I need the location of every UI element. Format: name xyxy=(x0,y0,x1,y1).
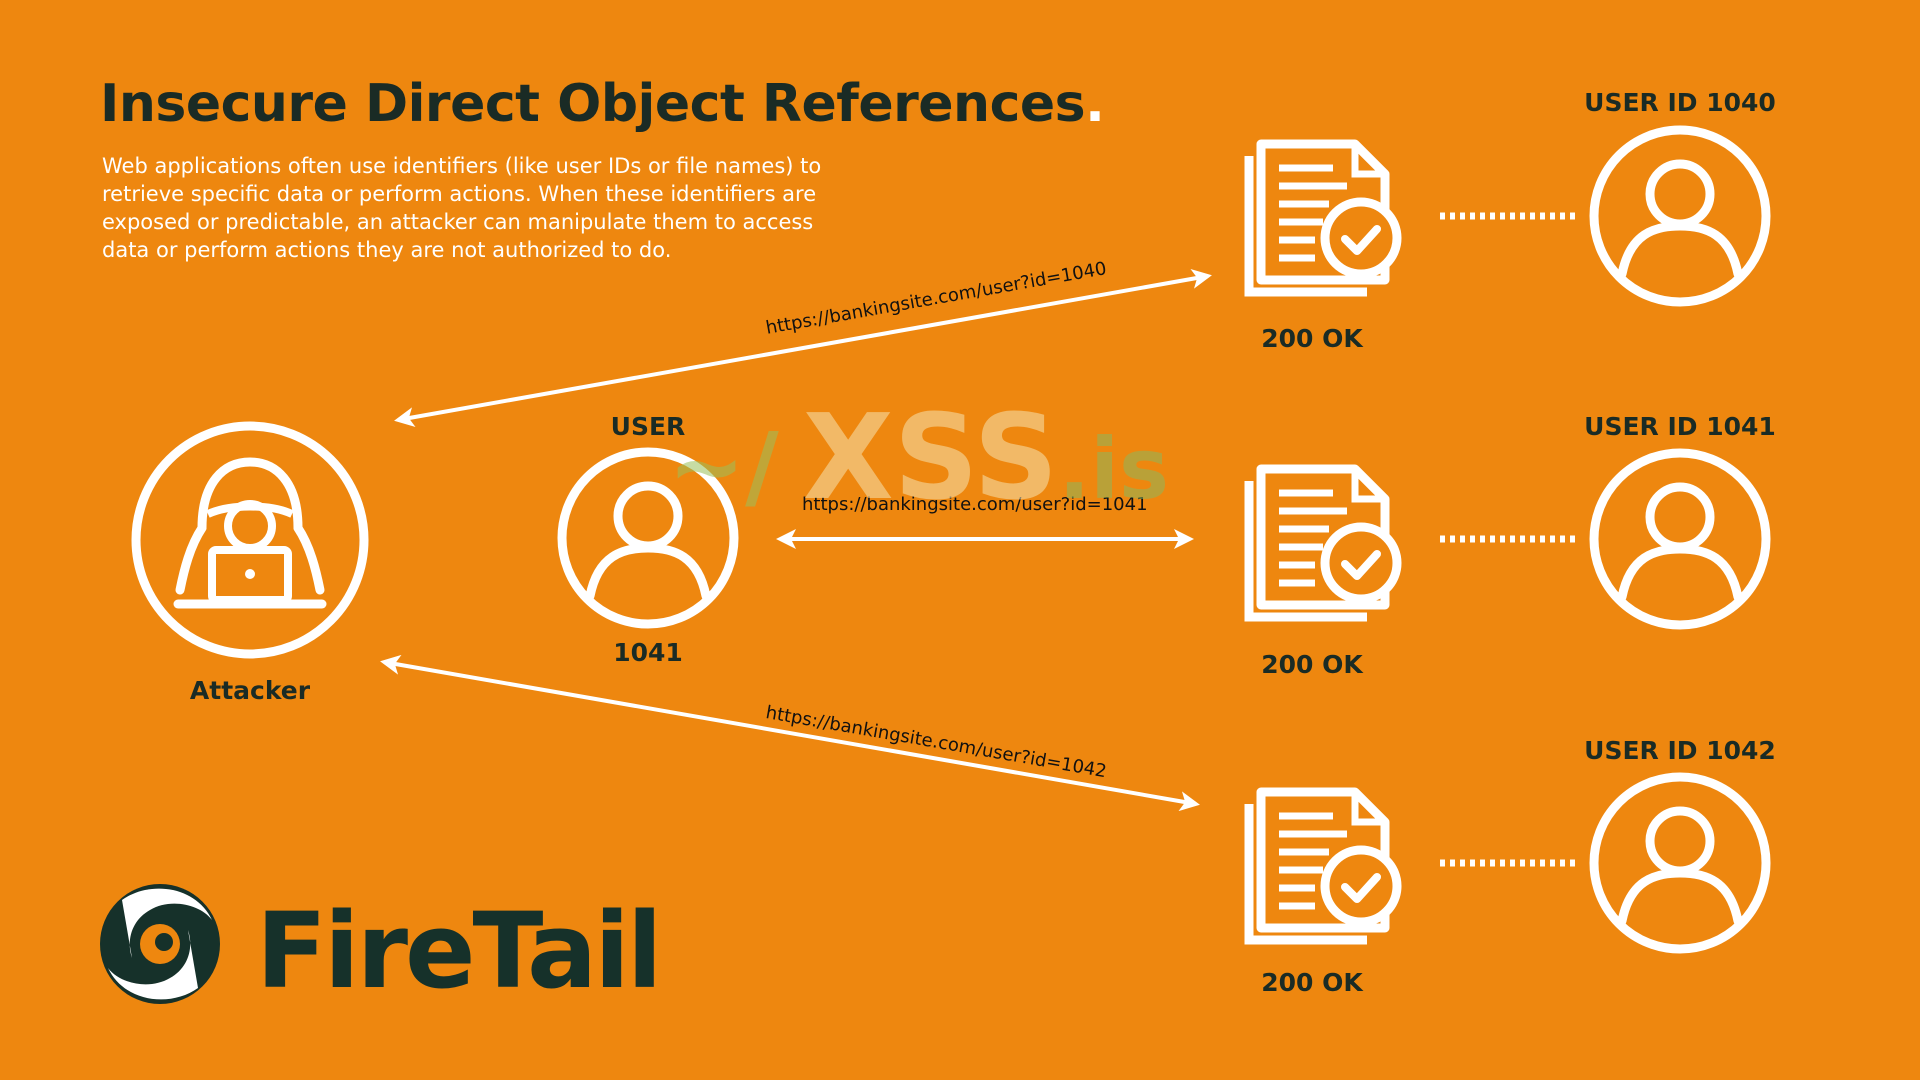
user-heading: USER xyxy=(610,412,686,441)
firetail-swirl-icon xyxy=(100,884,220,1004)
user-id-1041-label: USER ID 1041 xyxy=(1584,412,1776,441)
status-label-1: 200 OK xyxy=(1261,324,1363,353)
url-middle: https://bankingsite.com/user?id=1041 xyxy=(802,494,1148,515)
document-check-icon-2 xyxy=(1249,469,1397,617)
attacker-icon xyxy=(131,421,369,659)
user-id-label: 1041 xyxy=(613,638,683,667)
arrow-top xyxy=(394,268,1212,428)
description-text: Web applications often use identifiers (… xyxy=(102,154,822,262)
watermark-suffix: .is xyxy=(1058,420,1170,518)
watermark-main: XSS xyxy=(802,388,1059,526)
watermark-prefix: ~/ xyxy=(668,413,779,520)
user-1041-avatar-icon xyxy=(1594,453,1766,625)
attacker-label: Attacker xyxy=(189,676,311,705)
status-label-3: 200 OK xyxy=(1261,968,1363,997)
user-1042-avatar-icon xyxy=(1594,777,1766,949)
title-dot: . xyxy=(1085,74,1105,134)
document-check-icon-1 xyxy=(1249,144,1397,292)
title-text: Insecure Direct Object References xyxy=(100,74,1086,134)
user-1040-avatar-icon xyxy=(1594,130,1766,302)
watermark: ~/XSS.is xyxy=(668,388,1169,526)
document-check-icon-3 xyxy=(1249,792,1397,940)
page-title: Insecure Direct Object References. xyxy=(100,74,1105,134)
arrow-bottom xyxy=(380,654,1200,812)
user-id-1040-label: USER ID 1040 xyxy=(1584,88,1776,117)
user-id-1042-label: USER ID 1042 xyxy=(1584,736,1776,765)
brand-name: FireTail xyxy=(256,890,663,1012)
status-label-2: 200 OK xyxy=(1261,650,1363,679)
